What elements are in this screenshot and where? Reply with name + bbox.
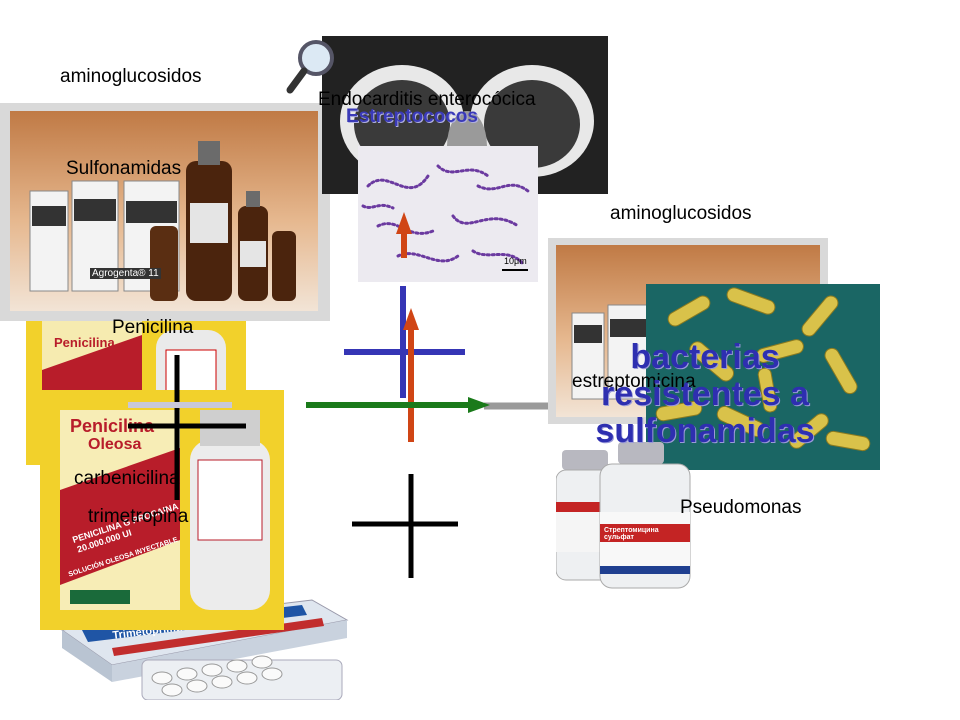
label-aminoglucosidos-right: aminoglucosidos — [610, 203, 752, 224]
red-arrow-upper-head — [396, 212, 412, 234]
bacteria-micrograph-photo — [646, 284, 880, 470]
label-carbenicilina: carbenicilina — [74, 468, 180, 489]
label-trimetropina: trimetropina — [88, 506, 189, 527]
magnifier-icon — [282, 34, 342, 104]
label-estreptomicina: estreptomicina — [572, 371, 696, 392]
penicilina-box-text-back: Penicilina — [54, 335, 115, 350]
streptococcus-microscopy-photo: 10μm — [358, 146, 538, 282]
label-penicilina: Penicilina — [112, 317, 194, 338]
label-pseudomonas: Pseudomonas — [680, 497, 802, 518]
label-endocarditis: Endocarditis enterocócica — [318, 89, 536, 110]
resistant-line3: sulfonamidas — [595, 412, 815, 450]
agrogenta-box-text: Agrogenta® 11 — [90, 268, 161, 279]
oleosa-text: Oleosa — [88, 436, 142, 453]
strepto-vial-text: Стрептомицина сульфат — [604, 527, 659, 541]
label-aminoglucosidos-top: aminoglucosidos — [60, 66, 202, 87]
penicilina-box-title: Penicilina — [70, 416, 155, 436]
penicilina-box-photo-front: Penicilina Oleosa PENICILINA G PROCAINA … — [40, 390, 284, 630]
resistant-line2: resistentes a — [601, 375, 809, 413]
green-arrow-head — [468, 397, 490, 413]
streptomycin-vials-photo: Стрептомицина сульфат — [556, 432, 734, 594]
scale-bar-label: 10μm — [504, 256, 527, 266]
label-sulfonamidas: Sulfonamidas — [66, 158, 182, 179]
resistant-heading: bacterias resistentes a sulfonamidas — [560, 338, 850, 451]
label-estreptococos: Estreptococos — [346, 106, 478, 127]
resistant-line1: bacterias — [630, 338, 780, 376]
agrogenta-photo: Agrogenta® 11 — [0, 103, 330, 321]
red-arrow-lower-head — [403, 308, 419, 330]
